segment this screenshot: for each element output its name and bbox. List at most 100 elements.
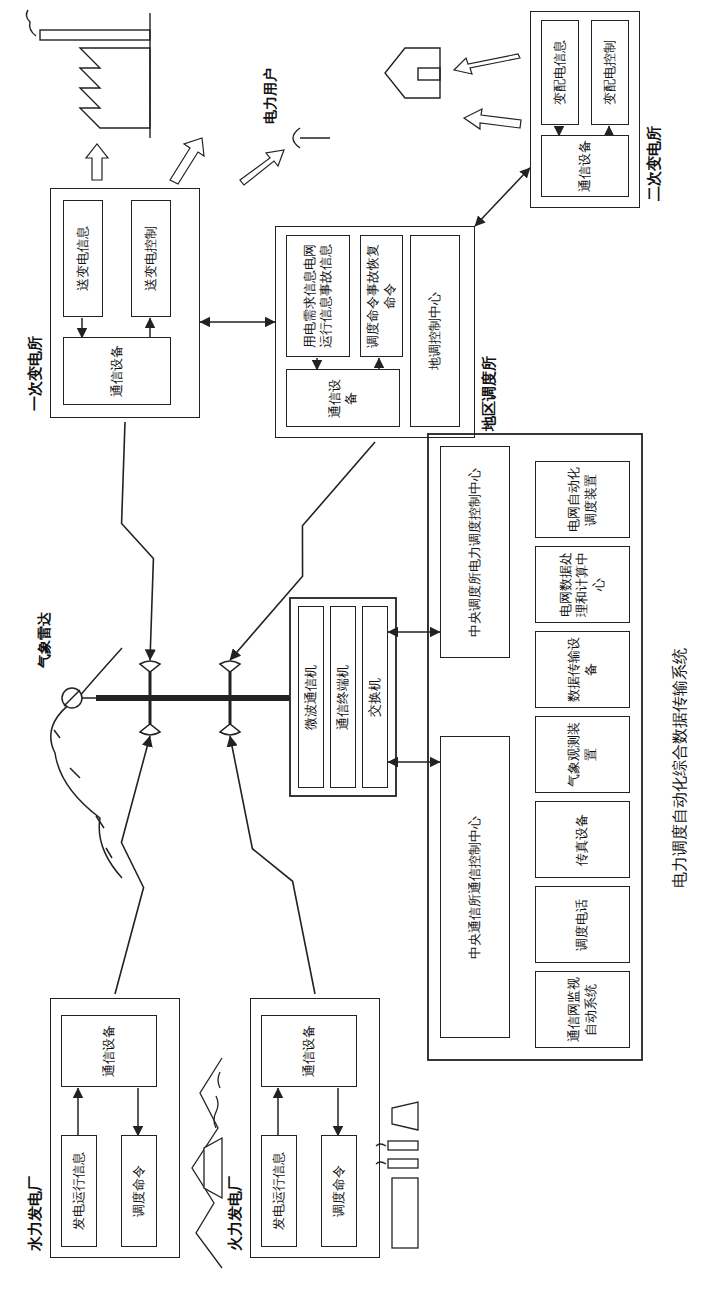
station-box: 水力发电厂发电运行信息调度命令通信设备 [50, 998, 180, 1258]
thermal-plant-drawing-part [392, 1178, 418, 1248]
radar-mountain-part [64, 690, 96, 706]
process-box: 调度电话 [535, 886, 630, 963]
antenna-tower-part [220, 661, 240, 672]
central-station-box [428, 434, 642, 1060]
process-box: 调度命令 [121, 1135, 157, 1247]
antenna-tower-part [149, 672, 152, 724]
supply-arrows-part [454, 54, 520, 74]
process-box: 调度命令 [321, 1135, 357, 1247]
box-text: 送变电信息 [75, 204, 91, 313]
box-text: 通信设备 [577, 139, 593, 193]
box-text: 变配电信息 [552, 24, 568, 121]
connector [200, 321, 275, 323]
process-box: 通信网监视自动系统 [535, 971, 630, 1048]
box-text: 气象观测装置 [566, 720, 599, 789]
antenna-tower-part [140, 661, 160, 672]
mast-base [289, 697, 290, 700]
antenna-tower-part [220, 724, 240, 735]
box-text: 中央调度所电力调度控制中心 [467, 450, 483, 654]
process-box: 通信设备 [286, 369, 400, 427]
antenna-tower-part [229, 672, 232, 724]
process-box: 微波通信机 [298, 606, 324, 788]
supply-arrows-part [170, 138, 204, 184]
radar-mountain-part [51, 648, 122, 878]
connector [388, 631, 440, 633]
thermal-plant-drawing-part [388, 1159, 418, 1168]
process-box: 交换机 [362, 606, 388, 788]
station-box: 地区调度所用电需求信息电网运行信息事故信息调度命令事故恢复命令通信设备地调控制中… [275, 226, 475, 438]
station-title: 二次变电所 [645, 124, 664, 203]
box-text: 调度命令事故恢复命令 [365, 239, 398, 353]
box-text: 地调控制中心 [427, 239, 443, 423]
antenna-tower-part [96, 695, 289, 701]
connector [337, 1088, 339, 1136]
box-text: 调度命令 [331, 1139, 347, 1243]
thermal-plant-drawing-part [388, 1141, 418, 1150]
box-text: 数据传输设备 [566, 635, 599, 704]
process-box: 通信设备 [541, 135, 629, 197]
process-box: 气象观测装置 [535, 716, 630, 793]
box-text: 通信终端机 [335, 610, 351, 784]
process-box: 通信设备 [63, 337, 171, 405]
supply-arrows-part [240, 150, 284, 185]
connector [81, 318, 83, 338]
box-text: 交换机 [367, 610, 383, 784]
process-box: 变配电信息 [541, 20, 579, 125]
station-title: 地区调度所 [480, 354, 499, 433]
station-box: 二次变电所变配电信息变配电控制通信设备 [530, 11, 640, 208]
box-text: 调度电话 [574, 890, 590, 959]
process-box: 数据传输设备 [535, 631, 630, 708]
hydro-dam [192, 1058, 222, 1268]
process-box: 送变电信息 [63, 200, 103, 317]
box-text: 通信设备 [301, 1019, 317, 1083]
process-box: 电网自动化调度装置 [535, 461, 630, 538]
box-text: 电网自动化调度装置 [566, 465, 599, 534]
box-text: 微波通信机 [303, 610, 319, 784]
thermal-plant-drawing-part [376, 1144, 386, 1164]
box-text: 送变电控制 [143, 204, 159, 313]
connector [149, 318, 151, 338]
station-box: 火力发电厂发电运行信息调度命令通信设备 [250, 998, 380, 1258]
box-text: 电网数据处理和计算中心 [558, 550, 607, 619]
figure-caption: 电力调度自动化综合数据传输系统 [670, 438, 691, 1098]
box-text: 通信设备 [109, 341, 125, 401]
process-box: 通信终端机 [330, 606, 356, 788]
process-box: 送变电控制 [131, 200, 171, 317]
radar-mountain-part [54, 730, 112, 858]
microwave-link [115, 736, 150, 994]
factory-drawing-part [26, 10, 36, 36]
station-title: 火力发电厂 [226, 1174, 245, 1253]
box-text: 通信设备 [101, 1019, 117, 1083]
radar-mountain [51, 648, 122, 878]
box-text: 中央通信所通信控制中心 [467, 740, 483, 1034]
house-drawing-part [418, 68, 440, 80]
hydro-dam-part [192, 1058, 222, 1268]
process-box: 用电需求信息电网运行信息事故信息 [286, 235, 350, 357]
box-text: 发电运行信息 [271, 1139, 287, 1243]
factory-drawing-part [40, 30, 150, 40]
connector [277, 1088, 279, 1136]
antenna-tower [96, 661, 289, 735]
factory-drawing [26, 10, 150, 138]
process-box: 地调控制中心 [410, 235, 460, 427]
connector [388, 761, 440, 763]
plain-label: 气象雷达 [36, 610, 54, 670]
process-box: 发电运行信息 [261, 1135, 297, 1247]
box-text: 通信设备 [327, 373, 360, 423]
process-box: 中央调度所电力调度控制中心 [440, 446, 510, 658]
process-box: 变配电控制 [591, 20, 629, 125]
connector [137, 1088, 139, 1136]
process-box: 通信设备 [261, 1015, 357, 1087]
box-text: 发电运行信息 [71, 1139, 87, 1243]
process-box: 中央通信所通信控制中心 [440, 736, 510, 1038]
box-text: 变配电控制 [602, 24, 618, 121]
process-box: 电网数据处理和计算中心 [535, 546, 630, 623]
supply-arrows-part [86, 144, 108, 180]
box-text: 通信网监视自动系统 [566, 975, 599, 1044]
factory-drawing-part [80, 48, 150, 128]
box-text: 用电需求信息电网运行信息事故信息 [302, 239, 335, 353]
house-drawing-part [385, 48, 440, 98]
process-box: 通信设备 [61, 1015, 157, 1087]
thermal-plant-drawing-part [392, 1102, 418, 1130]
station-box: 一次变电所送变电信息送变电控制通信设备 [50, 188, 200, 418]
